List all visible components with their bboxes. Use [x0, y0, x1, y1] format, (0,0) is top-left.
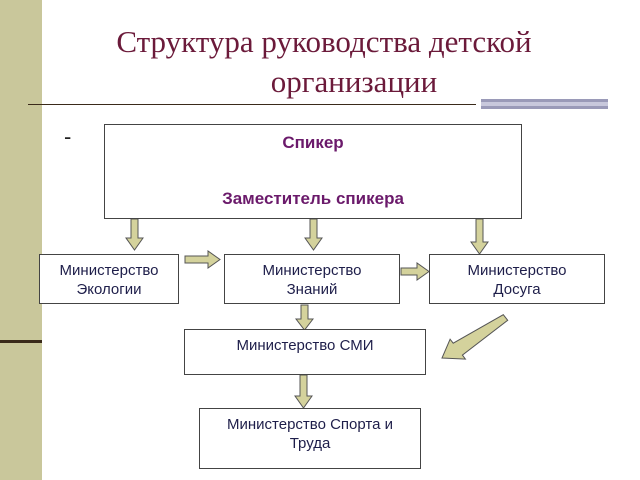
- ministry-sport-box: Министерство Спорта и Труда: [199, 408, 421, 469]
- arrow-leisure-to-media: [441, 314, 509, 360]
- bullet-marker: -: [64, 124, 72, 149]
- ministry-knowledge-line-1: Министерство: [262, 262, 362, 279]
- arrow-media-to-sport: [294, 374, 313, 409]
- sidebar-decoration: [0, 0, 42, 480]
- title-line-2: организации: [270, 64, 438, 99]
- ministry-media-label: Министерство СМИ: [236, 337, 374, 354]
- title-underline: [28, 104, 476, 105]
- ministry-sport-line-2: Труда: [289, 435, 331, 452]
- page-title: Структура руководства детской организаци…: [44, 22, 604, 102]
- deputy-speaker-label: Заместитель спикера: [222, 189, 404, 208]
- speaker-label: Спикер: [282, 133, 344, 152]
- arrow-top-to-ecology: [125, 218, 144, 251]
- ministry-leisure-line-1: Министерство: [467, 262, 567, 279]
- ministry-knowledge-box: Министерство Знаний: [224, 254, 400, 304]
- ministry-sport-line-1: Министерство Спорта и: [226, 416, 393, 433]
- ministry-ecology-line-2: Экологии: [76, 281, 142, 298]
- ministry-leisure-line-2: Досуга: [493, 281, 541, 298]
- ministry-ecology-box: Министерство Экологии: [39, 254, 179, 304]
- arrow-ecology-to-knowledge: [184, 250, 221, 269]
- arrow-knowledge-to-media: [294, 304, 315, 331]
- ministry-leisure-box: Министерство Досуга: [429, 254, 605, 304]
- ministry-media-box: Министерство СМИ: [184, 329, 426, 375]
- ministry-knowledge-line-2: Знаний: [286, 281, 338, 298]
- title-accent-bar-highlight: [481, 102, 608, 106]
- arrow-top-to-leisure: [470, 218, 489, 255]
- ministry-ecology-line-1: Министерство: [59, 262, 159, 279]
- sidebar-divider: [0, 340, 42, 343]
- leadership-box: Спикер Заместитель спикера: [104, 124, 522, 219]
- arrow-top-to-knowledge: [304, 218, 323, 251]
- arrow-knowledge-to-leisure: [400, 262, 430, 281]
- title-line-1: Структура руководства детской: [116, 24, 532, 59]
